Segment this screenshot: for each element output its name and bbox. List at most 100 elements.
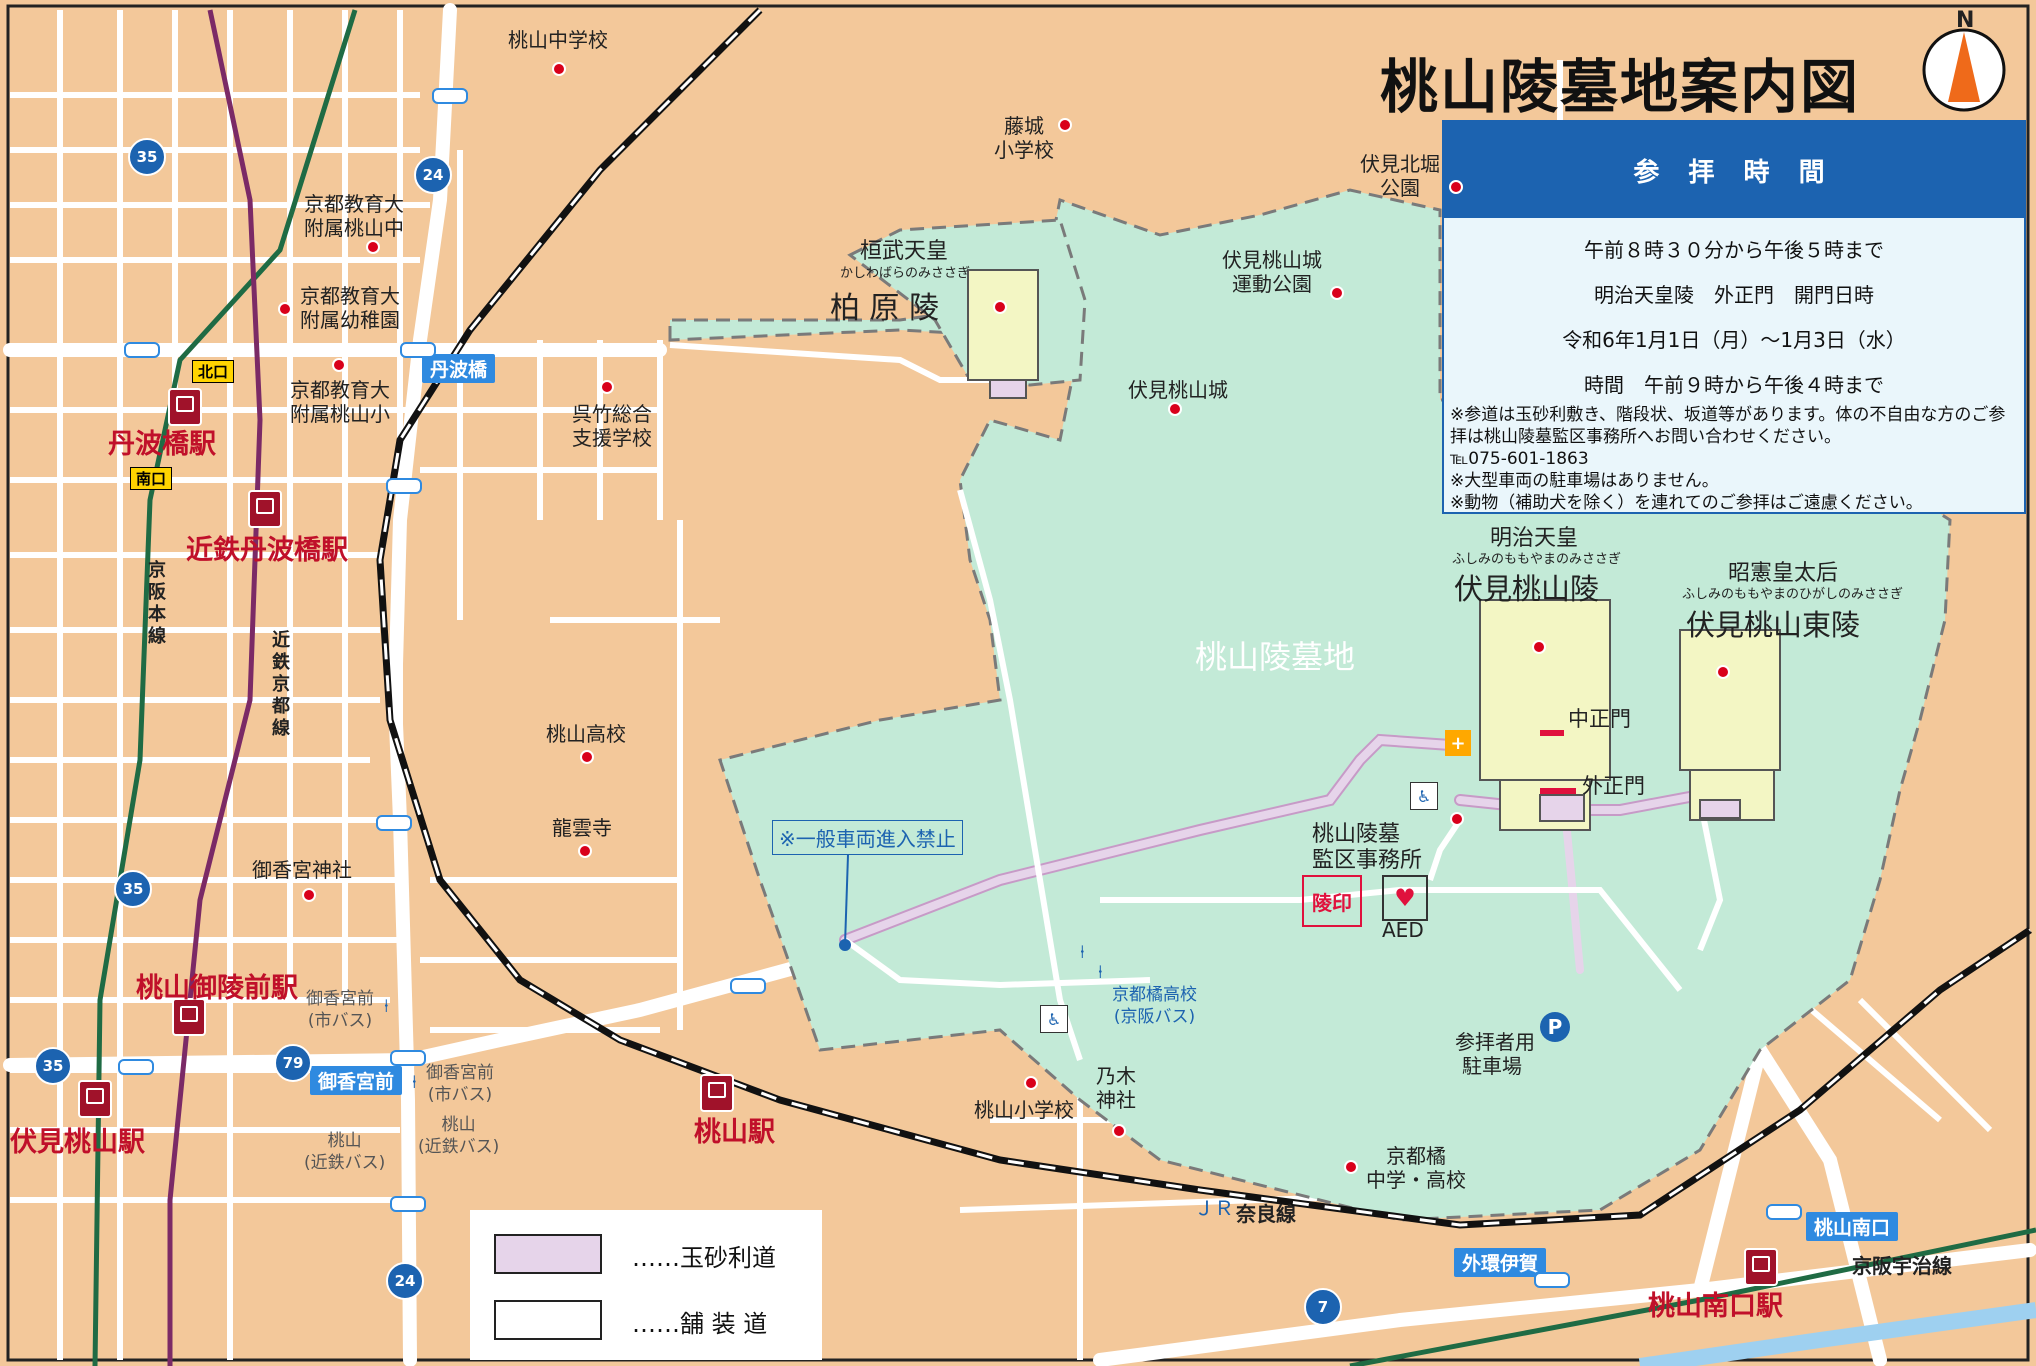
place-marker-icon bbox=[580, 750, 594, 764]
bus-stop-pin-icon[interactable]: ⍿ bbox=[384, 996, 389, 1017]
route-shield-79: 79 bbox=[274, 1044, 312, 1082]
place-marker-icon bbox=[1168, 402, 1182, 416]
parking-symbol: P bbox=[1547, 1015, 1563, 1039]
restroom-icon: ♿ bbox=[1410, 782, 1438, 810]
bus-stop-pin-icon[interactable]: ⍿ bbox=[412, 1072, 417, 1093]
bus-stop-marker-icon bbox=[1534, 1272, 1570, 1288]
no-vehicle-entry-label: ※一般車両進入禁止 bbox=[772, 820, 963, 855]
restroom-icon-2: ♿ bbox=[1040, 1005, 1068, 1033]
tomb-meiji-reading: ふしみのももやまのみささぎ bbox=[1452, 552, 1622, 567]
note-parking: ※大型車両の駐車場はありません。 bbox=[1450, 471, 1719, 491]
office-label-2: 監区事務所 bbox=[1312, 848, 1423, 873]
legend-paved-label: ……舗 装 道 bbox=[632, 1310, 768, 1338]
place-castle-sports-park: 伏見桃山城 運動公園 bbox=[1222, 248, 1322, 296]
exit-north-label: 北口 bbox=[192, 360, 235, 383]
visiting-hours-heading: 参 拝 時 間 bbox=[1444, 122, 2024, 218]
tomb-shoken-empress: 昭憲皇太后 bbox=[1728, 561, 1839, 586]
train-station-icon bbox=[700, 1074, 734, 1112]
tomb-kammu-reading: かしわばらのみささぎ bbox=[840, 266, 971, 281]
tomb-shoken-reading: ふしみのももやまのひがしのみささぎ bbox=[1682, 587, 1904, 602]
parking-icon: P bbox=[1540, 1012, 1570, 1042]
train-station-icon bbox=[1744, 1248, 1778, 1286]
place-marker-icon bbox=[578, 844, 592, 858]
place-marker-icon bbox=[278, 302, 292, 316]
bus-stop-marker-icon bbox=[400, 342, 436, 358]
gate-opening-hours: 時間 午前９時から午後４時まで bbox=[1584, 373, 1884, 397]
station-fushimi-momoyama[interactable]: 伏見桃山駅 bbox=[10, 1127, 145, 1158]
busstop-gokogumae[interactable]: 御香宮前 bbox=[310, 1066, 403, 1095]
place-marker-icon bbox=[1024, 1076, 1038, 1090]
place-nogi-shrine: 乃木 神社 bbox=[1096, 1064, 1136, 1112]
gate-opening-dates: 令和6年1月1日（月）～1月3日（水） bbox=[1562, 328, 1906, 352]
station-tanbabashi[interactable]: 丹波橋駅 bbox=[108, 429, 216, 460]
visiting-hours-text: 午前８時３０分から午後５時まで bbox=[1584, 238, 1884, 262]
train-station-icon bbox=[168, 388, 202, 426]
cemetery-label: 桃山陵墓地 bbox=[1195, 638, 1356, 676]
train-station-icon bbox=[78, 1080, 112, 1118]
route-shield-24b: 24 bbox=[386, 1262, 424, 1300]
tomb-kammu-emperor: 桓武天皇 bbox=[860, 239, 949, 264]
tomb-fushimi-momoyama-east: 伏見桃山東陵 bbox=[1686, 608, 1861, 642]
aed-label: AED bbox=[1382, 918, 1424, 942]
place-ryuunji: 龍雲寺 bbox=[552, 816, 612, 840]
route-shield-35: 35 bbox=[128, 138, 166, 176]
place-kuretake-school: 呉竹総合 支援学校 bbox=[572, 402, 652, 450]
mausoleum-seal-icon: 陵印 bbox=[1302, 875, 1362, 927]
place-kyokyo-es: 京都教育大 附属桃山小 bbox=[290, 378, 390, 426]
north-arrow-icon: N bbox=[1918, 8, 2010, 118]
outer-gate-label: 外正門 bbox=[1582, 774, 1645, 798]
busstop-tanbabashi[interactable]: 丹波橋 bbox=[422, 354, 496, 383]
busstop-gaikan-iga[interactable]: 外環伊賀 bbox=[1454, 1248, 1547, 1277]
marker-fushimi-momoyama-icon bbox=[1532, 640, 1546, 654]
line-jr-nara: 奈良線 bbox=[1236, 1202, 1296, 1226]
train-station-icon bbox=[248, 490, 282, 528]
place-tachibana-school: 京都橘 中学・高校 bbox=[1366, 1144, 1466, 1192]
place-gokonomiya-shrine: 御香宮神社 bbox=[252, 858, 352, 882]
route-shield-35c: 35 bbox=[34, 1047, 72, 1085]
bus-stop-pin-icon[interactable]: ⍿ bbox=[1098, 962, 1103, 983]
note-phone: ℡075-601-1863 bbox=[1450, 449, 1589, 469]
legend-gravel-swatch bbox=[494, 1234, 602, 1274]
legend-gravel-label: ……玉砂利道 bbox=[632, 1244, 776, 1272]
aed-heart-icon: ♥ bbox=[1382, 875, 1428, 921]
note-animals: ※動物（補助犬を除く）を連れてのご参拝はご遠慮ください。 bbox=[1450, 493, 1923, 513]
place-marker-icon bbox=[1058, 118, 1072, 132]
place-marker-icon bbox=[552, 62, 566, 76]
bus-stop-marker-icon bbox=[432, 88, 468, 104]
bus-stop-pin-icon[interactable]: ⍿ bbox=[1080, 942, 1085, 963]
parking-label-1: 参拝者用 bbox=[1455, 1030, 1535, 1054]
busstop-label-goko2: 御香宮前 (市バス) bbox=[426, 1063, 494, 1105]
place-marker-icon bbox=[600, 380, 614, 394]
bus-stop-marker-icon bbox=[376, 815, 412, 831]
station-kintetsu-tanbabashi[interactable]: 近鉄丹波橋駅 bbox=[186, 535, 348, 566]
place-marker-icon bbox=[1344, 1160, 1358, 1174]
busstop-momoyama-minamiguchi[interactable]: 桃山南口 bbox=[1806, 1212, 1899, 1241]
exit-south-label: 南口 bbox=[130, 467, 173, 490]
tomb-kashiwabara: 柏 原 陵 bbox=[830, 291, 940, 326]
station-momoyama-goryomae[interactable]: 桃山御陵前駅 bbox=[136, 973, 298, 1004]
place-marker-icon bbox=[302, 888, 316, 902]
place-marker-icon bbox=[1449, 180, 1463, 194]
place-momoyama-es: 桃山小学校 bbox=[974, 1098, 1074, 1122]
gate-opening-title: 明治天皇陵 外正門 開門日時 bbox=[1594, 283, 1874, 307]
marker-kashiwabara-icon bbox=[993, 300, 1007, 314]
route-shield-7: 7 bbox=[1304, 1288, 1342, 1326]
place-marker-icon bbox=[332, 358, 346, 372]
seal-text: 陵印 bbox=[1312, 890, 1352, 915]
inner-gate-label: 中正門 bbox=[1568, 707, 1631, 731]
busstop-label-goko1: 御香宮前 (市バス) bbox=[306, 989, 374, 1031]
route-shield-35b: 35 bbox=[114, 870, 152, 908]
place-marker-icon bbox=[1112, 1124, 1126, 1138]
marker-fushimi-momoyama-east-icon bbox=[1716, 665, 1730, 679]
place-fushimi-castle: 伏見桃山城 bbox=[1128, 378, 1228, 402]
station-momoyama-minamiguchi[interactable]: 桃山南口駅 bbox=[1648, 1291, 1783, 1322]
station-momoyama[interactable]: 桃山駅 bbox=[694, 1117, 775, 1148]
place-momoyama-jhs: 桃山中学校 bbox=[508, 28, 608, 52]
line-jr-mark: ＪＲ bbox=[1194, 1196, 1234, 1220]
office-label-1: 桃山陵墓 bbox=[1312, 822, 1401, 847]
place-marker-icon bbox=[366, 240, 380, 254]
busstop-label-tachibana: 京都橘高校 (京阪バス) bbox=[1112, 985, 1197, 1027]
tomb-meiji-emperor: 明治天皇 bbox=[1490, 526, 1579, 551]
bus-stop-marker-icon bbox=[118, 1059, 154, 1075]
busstop-label-kintetsu2: 桃山 (近鉄バス) bbox=[418, 1115, 500, 1157]
